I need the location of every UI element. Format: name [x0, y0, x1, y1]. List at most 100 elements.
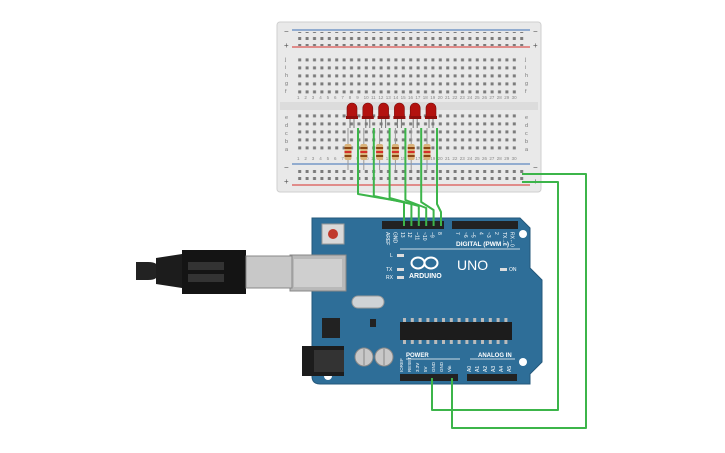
digital-pin-label: 8 [436, 232, 442, 235]
column-label: 8 [349, 95, 352, 100]
signal-wire[interactable] [404, 128, 428, 226]
digital-pin-label: ~11 [414, 232, 420, 240]
column-label: 11 [371, 95, 376, 100]
gnd-wire[interactable] [451, 173, 587, 429]
red-led[interactable] [393, 102, 406, 128]
column-label: 1 [297, 156, 300, 161]
row-label: c [525, 131, 528, 137]
red-led[interactable] [346, 102, 358, 128]
capacitor [354, 347, 374, 367]
row-label: b [525, 139, 528, 145]
column-label: 10 [364, 95, 370, 100]
column-label: 19 [430, 95, 436, 100]
signal-wire[interactable] [420, 128, 435, 226]
column-label: 1 [297, 95, 300, 100]
digital-pin-label: 4 [477, 232, 483, 235]
signal-wire[interactable] [388, 128, 420, 226]
row-label: g [285, 81, 288, 87]
arduino-logo: ARDUINO UNO [409, 256, 488, 280]
row-label: g [525, 81, 528, 87]
digital-pin-label: 7 [454, 232, 460, 235]
column-label: 14 [393, 95, 399, 100]
column-label: 20 [438, 95, 444, 100]
usb-socket[interactable] [289, 254, 347, 292]
column-label: 12 [378, 95, 384, 100]
column-label: 22 [452, 95, 458, 100]
column-label: 28 [497, 156, 503, 161]
column-label: 30 [512, 95, 518, 100]
voltage-regulator [322, 318, 340, 338]
column-label: 16 [408, 95, 414, 100]
dc-power-jack[interactable] [302, 346, 344, 376]
led-group [346, 102, 437, 128]
reset-button[interactable] [321, 223, 345, 245]
resistor[interactable] [391, 128, 399, 170]
tx-label: TX [386, 267, 393, 273]
row-label: e [285, 115, 288, 121]
resistor[interactable] [407, 128, 415, 170]
column-label: 4 [319, 95, 322, 100]
red-led[interactable] [409, 102, 422, 128]
column-label: 28 [497, 95, 503, 100]
row-label: d [525, 123, 528, 129]
column-label: 2 [304, 156, 307, 161]
red-led[interactable] [361, 102, 374, 128]
digital-label: DIGITAL (PWM ~) [456, 241, 509, 248]
usb-cable[interactable] [136, 250, 293, 294]
column-label: 13 [386, 156, 392, 161]
row-label: f [285, 89, 287, 95]
row-label: j [524, 57, 526, 63]
column-label: 26 [482, 95, 488, 100]
row-label: a [285, 147, 289, 153]
mounting-hole [519, 230, 527, 238]
wire-group [357, 128, 587, 429]
power-pin-label: GND [431, 361, 436, 372]
column-label: 19 [430, 156, 436, 161]
digital-pin-label: ~5 [470, 232, 476, 238]
column-label: 5 [327, 95, 330, 100]
column-label: 30 [512, 156, 518, 161]
row-label: b [285, 139, 288, 145]
resistor[interactable] [360, 128, 368, 170]
rail-plus-label: + [284, 177, 289, 186]
rail-plus-label: + [533, 41, 538, 50]
resistor[interactable] [376, 128, 384, 170]
resistor[interactable] [423, 128, 431, 170]
column-label: 2 [304, 95, 307, 100]
power-pin-label: 5V [423, 366, 428, 372]
red-led[interactable] [425, 102, 437, 128]
signal-wire[interactable] [372, 128, 413, 226]
rail-minus-label: − [533, 27, 538, 36]
analog-pin-label: A2 [483, 366, 489, 372]
column-label: 9 [356, 95, 359, 100]
resistor[interactable] [344, 128, 352, 170]
row-label: e [525, 115, 528, 121]
power-pin-label: RESET [407, 357, 412, 372]
red-led[interactable] [377, 102, 390, 128]
power-wire[interactable] [431, 181, 559, 411]
analog-pin-label: A0 [467, 366, 473, 372]
row-label: d [285, 123, 288, 129]
column-label: 25 [475, 156, 481, 161]
mounting-hole [519, 358, 527, 366]
power-pin-label: GND [439, 361, 444, 372]
column-label: 24 [467, 156, 473, 161]
capacitor [374, 347, 394, 367]
analog-pin-label: A5 [507, 366, 513, 372]
column-label: 21 [445, 156, 451, 161]
digital-pin-label: ~10 [421, 232, 427, 241]
digital-pin-label: ~6 [462, 232, 468, 238]
l-label: L [390, 253, 393, 259]
column-label: 15 [401, 95, 407, 100]
rx-label: RX [386, 275, 394, 281]
row-label: i [285, 65, 286, 71]
row-label: i [525, 65, 526, 71]
signal-wire[interactable] [436, 128, 442, 226]
analog-pin-label: A3 [491, 366, 497, 372]
